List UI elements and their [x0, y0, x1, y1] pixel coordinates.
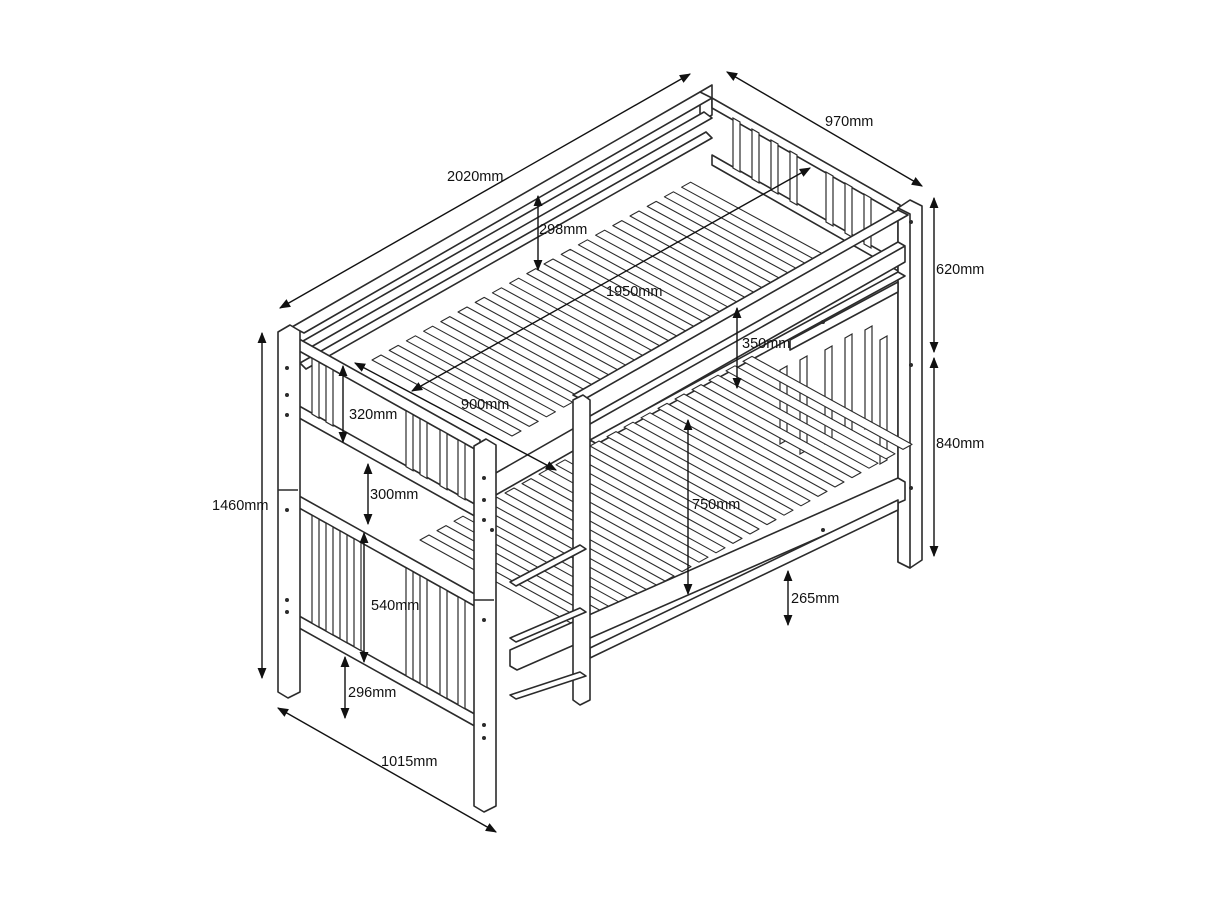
ladder-rung-3 [509, 671, 587, 700]
lower-headboard-bar [457, 595, 466, 710]
label-296: 296mm [348, 685, 396, 701]
label-1015: 1015mm [381, 754, 437, 770]
label-1460: 1460mm [212, 498, 268, 514]
upper-slats [371, 181, 832, 437]
lower-headboard-bar [353, 537, 362, 652]
label-320: 320mm [349, 407, 397, 423]
label-750: 750mm [692, 497, 740, 513]
label-350: 350mm [742, 336, 790, 352]
front-left-post [277, 324, 301, 699]
lower-headboard-bar [439, 585, 448, 700]
label-900: 900mm [461, 397, 509, 413]
lower-slat [589, 440, 760, 535]
lower-slat [555, 459, 726, 554]
lower-slat [657, 402, 828, 497]
label-298: 298mm [539, 222, 587, 238]
label-2020: 2020mm [447, 169, 503, 185]
lower-headboard-bar [325, 521, 334, 637]
lower-headboard-bar [311, 514, 320, 629]
lower-headboard-bar [405, 566, 414, 681]
label-265: 265mm [791, 591, 839, 607]
bed-frame [277, 84, 923, 813]
label-620: 620mm [936, 262, 984, 278]
lower-slat [674, 393, 845, 488]
lower-slat [623, 421, 794, 516]
upper-headboard-bar [419, 417, 428, 480]
label-840: 840mm [936, 436, 984, 452]
lower-slat [640, 412, 811, 507]
label-1950: 1950mm [606, 284, 662, 300]
upper-headboard-bar [439, 428, 448, 491]
front-end-lower-bottom-rail [291, 611, 481, 730]
label-970: 970mm [825, 114, 873, 130]
label-540: 540mm [371, 598, 419, 614]
lower-headboard-bar [339, 529, 348, 644]
lower-headboard-bar [419, 574, 428, 689]
lower-slats [419, 355, 913, 629]
upper-headboard-bar [457, 438, 466, 501]
lower-front-side-rail [509, 477, 906, 671]
upper-headboard-bar [311, 357, 320, 420]
front-right-post [473, 438, 497, 813]
ladder-rung-1 [509, 544, 587, 587]
dimension-labels: 2020mm 970mm 298mm 1950mm 900mm 350mm 32… [212, 114, 984, 770]
dimension-lines [257, 71, 939, 833]
ladder-rung-2 [509, 607, 587, 643]
upper-headboard-bar [325, 364, 334, 428]
upper-headboard-bar [405, 409, 414, 472]
label-300: 300mm [370, 487, 418, 503]
